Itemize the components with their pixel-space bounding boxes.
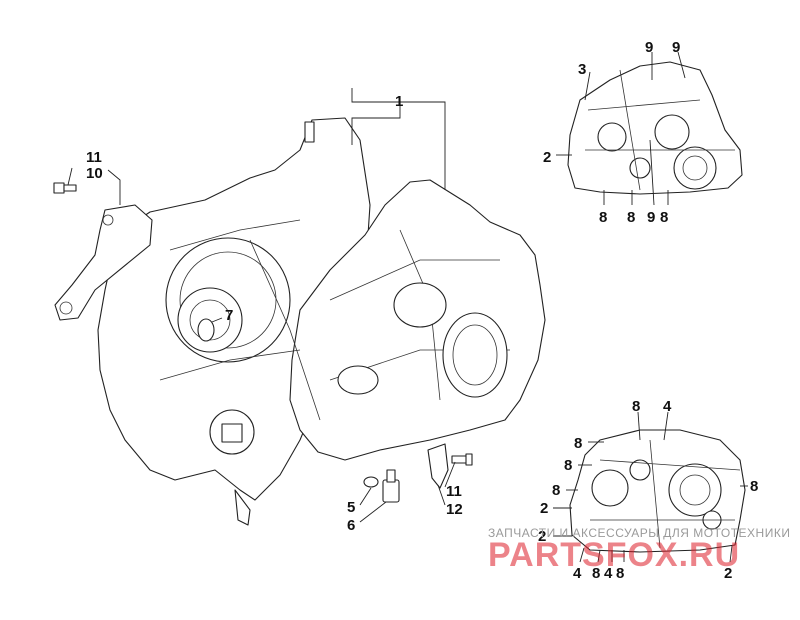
leader-lines (67, 51, 748, 563)
callout-8: 8 (632, 398, 640, 415)
callout-12: 12 (446, 501, 463, 518)
callout-2: 2 (538, 528, 546, 545)
callout-11: 11 (86, 149, 102, 166)
callout-7: 7 (225, 307, 233, 324)
callout-5: 5 (347, 499, 355, 516)
callout-9: 9 (647, 209, 655, 226)
callout-1: 1 (395, 93, 403, 110)
watermark-brand: PARTSFOX.RU (488, 536, 741, 574)
inset-bottom-right-case (569, 429, 746, 553)
crankcase-assembly (97, 117, 546, 526)
watermark-tagline: ЗАПЧАСТИ И АКСЕССУАРЫ ДЛЯ МОТОТЕХНИКИ (488, 526, 791, 540)
callout-11: 11 (446, 483, 462, 500)
callout-8: 8 (750, 478, 758, 495)
drain-bolt-washer (363, 469, 400, 503)
callout-9: 9 (645, 39, 653, 56)
callout-8: 8 (599, 209, 607, 226)
callout-8: 8 (564, 457, 572, 474)
callout-4: 4 (663, 398, 672, 415)
inset-top-right-case (567, 61, 743, 195)
callout-4: 4 (573, 565, 582, 582)
callout-8: 8 (616, 565, 624, 582)
callout-labels: 1 2 3 9 9 8 8 9 8 11 10 7 5 6 11 12 8 4 … (86, 39, 758, 582)
bracket-upper-left (53, 182, 153, 321)
callout-6: 6 (347, 517, 355, 534)
callout-10: 10 (86, 165, 103, 182)
bracket-lower-right (427, 443, 473, 489)
callout-2: 2 (724, 565, 732, 582)
callout-8: 8 (574, 435, 582, 452)
callout-2: 2 (540, 500, 548, 517)
callout-4: 4 (604, 565, 613, 582)
callout-8: 8 (592, 565, 600, 582)
callout-8: 8 (627, 209, 635, 226)
callout-3: 3 (578, 61, 586, 78)
callout-2: 2 (543, 149, 551, 166)
callout-8: 8 (660, 209, 668, 226)
callout-8: 8 (552, 482, 560, 499)
callout-9: 9 (672, 39, 680, 56)
